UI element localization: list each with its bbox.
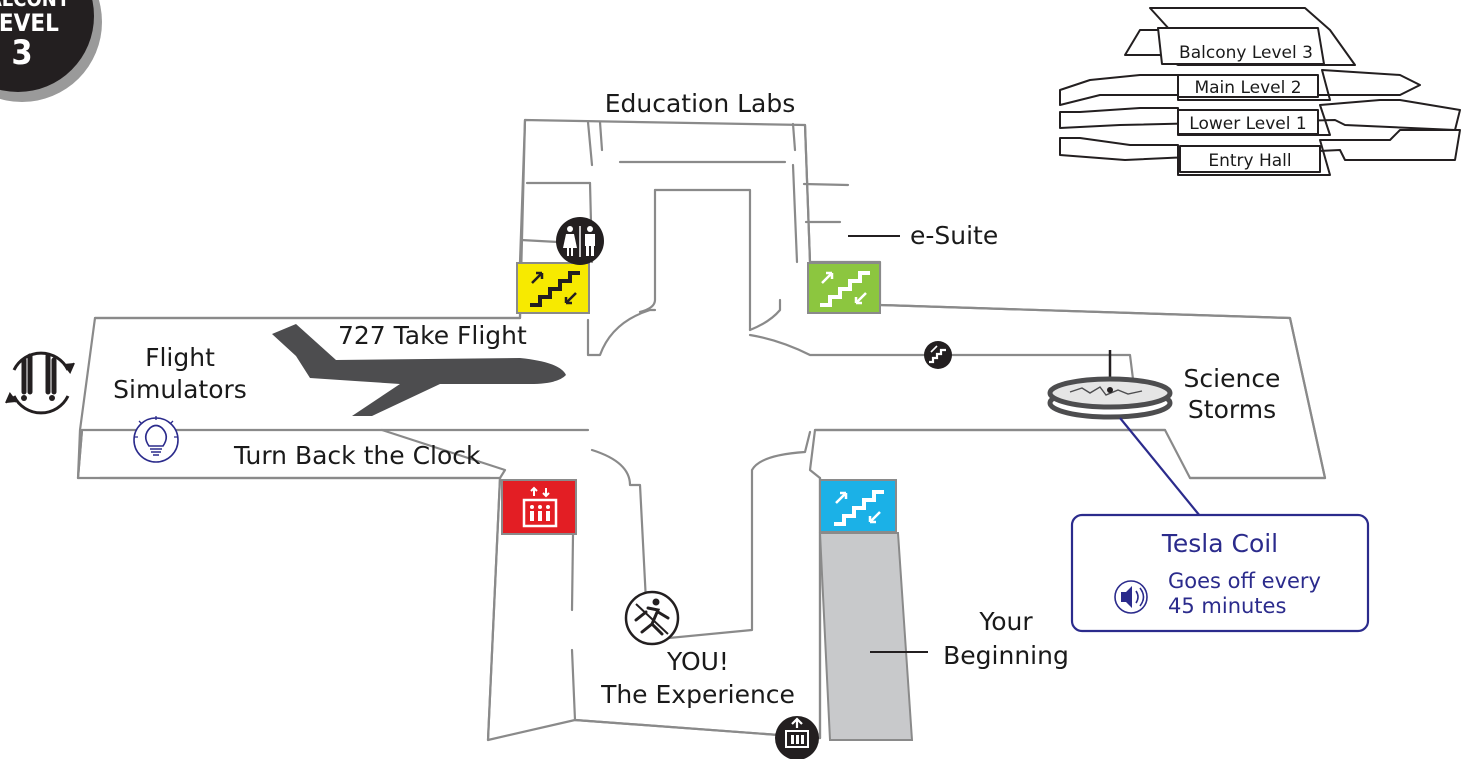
badge-line2: LEVEL: [0, 9, 59, 37]
tesla-callout-pointer: [1119, 417, 1201, 517]
label-beginning: Beginning: [943, 641, 1069, 670]
level-balcony-3: Balcony Level 3: [1179, 43, 1313, 63]
label-e-suite: e-Suite: [910, 221, 998, 250]
callout-line2: 45 minutes: [1168, 594, 1286, 618]
label-your: Your: [978, 607, 1033, 636]
simulator-icon: [5, 351, 75, 415]
level-stack-labels: Balcony Level 3 Main Level 2 Lower Level…: [1179, 43, 1313, 171]
badge-line1: BALCONY: [0, 0, 71, 11]
tesla-coil-callout[interactable]: Tesla Coil Goes off every 45 minutes: [1070, 513, 1370, 633]
level-entry-hall: Entry Hall: [1208, 151, 1291, 171]
airplane-icon: [272, 324, 566, 416]
lightbulb-icon: [133, 416, 179, 463]
level-lower-1: Lower Level 1: [1189, 114, 1306, 134]
badge-number: 3: [11, 33, 32, 73]
label-simulators: Simulators: [113, 375, 247, 404]
elevator-icon[interactable]: [501, 479, 577, 535]
label-727-take-flight: 727 Take Flight: [338, 321, 527, 350]
area-labels: Education Labs e-Suite 727 Take Flight F…: [113, 89, 1280, 709]
exit-elevator-icon[interactable]: [775, 716, 819, 759]
restroom-icon[interactable]: [556, 217, 604, 265]
escalator-icon[interactable]: [924, 341, 952, 369]
label-turn-back-the-clock: Turn Back the Clock: [233, 441, 481, 470]
your-beginning-corridor: [818, 532, 914, 741]
label-science: Science: [1184, 364, 1281, 393]
level-stack: [1059, 7, 1461, 176]
running-person-icon: [624, 590, 680, 646]
stairs-blue-icon[interactable]: [819, 479, 897, 533]
speaker-icon: [1114, 580, 1148, 614]
label-flight: Flight: [145, 343, 215, 372]
callout-title: Tesla Coil: [1161, 529, 1278, 558]
label-you: YOU!: [666, 647, 729, 676]
label-the-experience: The Experience: [600, 680, 795, 709]
label-education-labs: Education Labs: [605, 89, 796, 118]
callout-line1: Goes off every: [1168, 569, 1321, 593]
leader-lines: [848, 235, 928, 653]
label-storms: Storms: [1188, 395, 1276, 424]
level-main-2: Main Level 2: [1194, 78, 1301, 98]
level-badge: BALCONY LEVEL 3: [0, 0, 102, 102]
stairs-yellow-icon[interactable]: [516, 262, 590, 314]
tesla-coil-icon: [1047, 350, 1173, 420]
stairs-green-icon[interactable]: [807, 262, 881, 314]
